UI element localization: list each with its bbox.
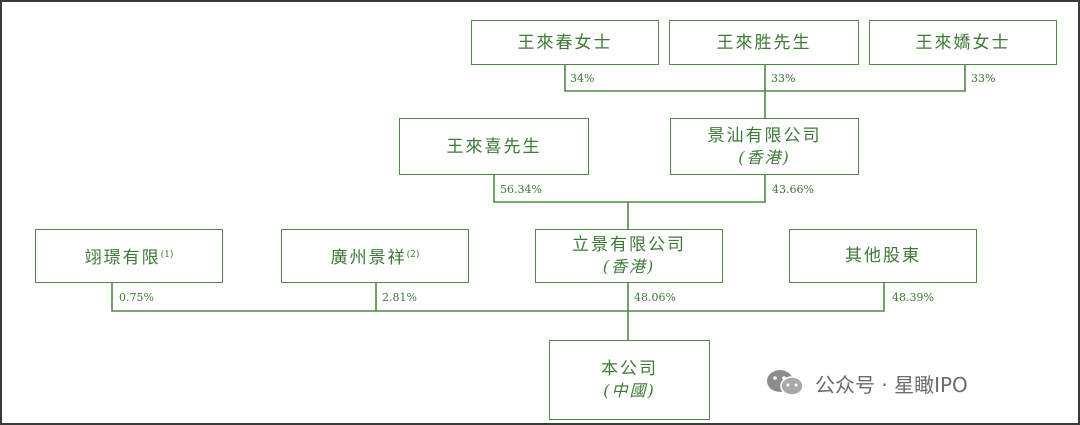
footnote-marker: (1)	[160, 249, 174, 260]
shareholder-box-wang-laixi: 王來喜先生	[399, 118, 589, 175]
shareholder-box-other-shareholders: 其他股東	[789, 229, 977, 283]
shareholder-box-yijing: 翊璟有限(1)	[35, 229, 223, 283]
shareholder-box-wang-laijiao: 王來嬌女士	[869, 20, 1057, 65]
footnote-marker: (2)	[406, 249, 420, 260]
shareholder-box-lijing-hk: 立景有限公司 (香港)	[535, 229, 723, 283]
shareholder-name: 廣州景祥(2)	[330, 247, 420, 268]
shareholder-box-wang-laichun: 王來春女士	[471, 20, 659, 65]
shareholder-name: 其他股東	[845, 246, 921, 266]
watermark: 公众号 · 星瞰IPO	[765, 366, 968, 400]
percentage-label: 48.06%	[634, 291, 676, 304]
shareholder-name: 王來春女士	[517, 32, 613, 53]
jurisdiction-label: (香港)	[602, 257, 656, 276]
percentage-label: 33%	[771, 72, 796, 85]
shareholder-name: 王來胜先生	[716, 32, 812, 53]
wechat-icon	[765, 368, 805, 398]
percentage-label: 0.75%	[119, 291, 154, 304]
company-name: 本公司	[601, 359, 658, 379]
jurisdiction-label: (中國)	[603, 381, 656, 400]
company-box: 本公司 (中國)	[549, 340, 710, 420]
percentage-label: 48.39%	[892, 291, 934, 304]
watermark-text: 公众号 · 星瞰IPO	[815, 372, 968, 397]
shareholder-box-guangzhou-jingxiang: 廣州景祥(2)	[281, 229, 469, 283]
percentage-label: 2.81%	[382, 291, 417, 304]
percentage-label: 43.66%	[772, 183, 814, 196]
percentage-label: 33%	[971, 72, 996, 85]
shareholder-name: 王來喜先生	[446, 136, 542, 157]
shareholder-name: 景汕有限公司	[707, 125, 822, 146]
shareholder-name: 立景有限公司	[572, 235, 686, 255]
jurisdiction-label: (香港)	[738, 147, 791, 167]
shareholder-name: 翊璟有限(1)	[84, 247, 174, 268]
shareholder-box-jingshan-hk: 景汕有限公司 (香港)	[670, 118, 859, 175]
percentage-label: 56.34%	[500, 183, 542, 196]
shareholder-box-wang-laisheng: 王來胜先生	[669, 20, 859, 65]
percentage-label: 34%	[570, 72, 595, 85]
shareholder-name: 王來嬌女士	[915, 32, 1011, 53]
